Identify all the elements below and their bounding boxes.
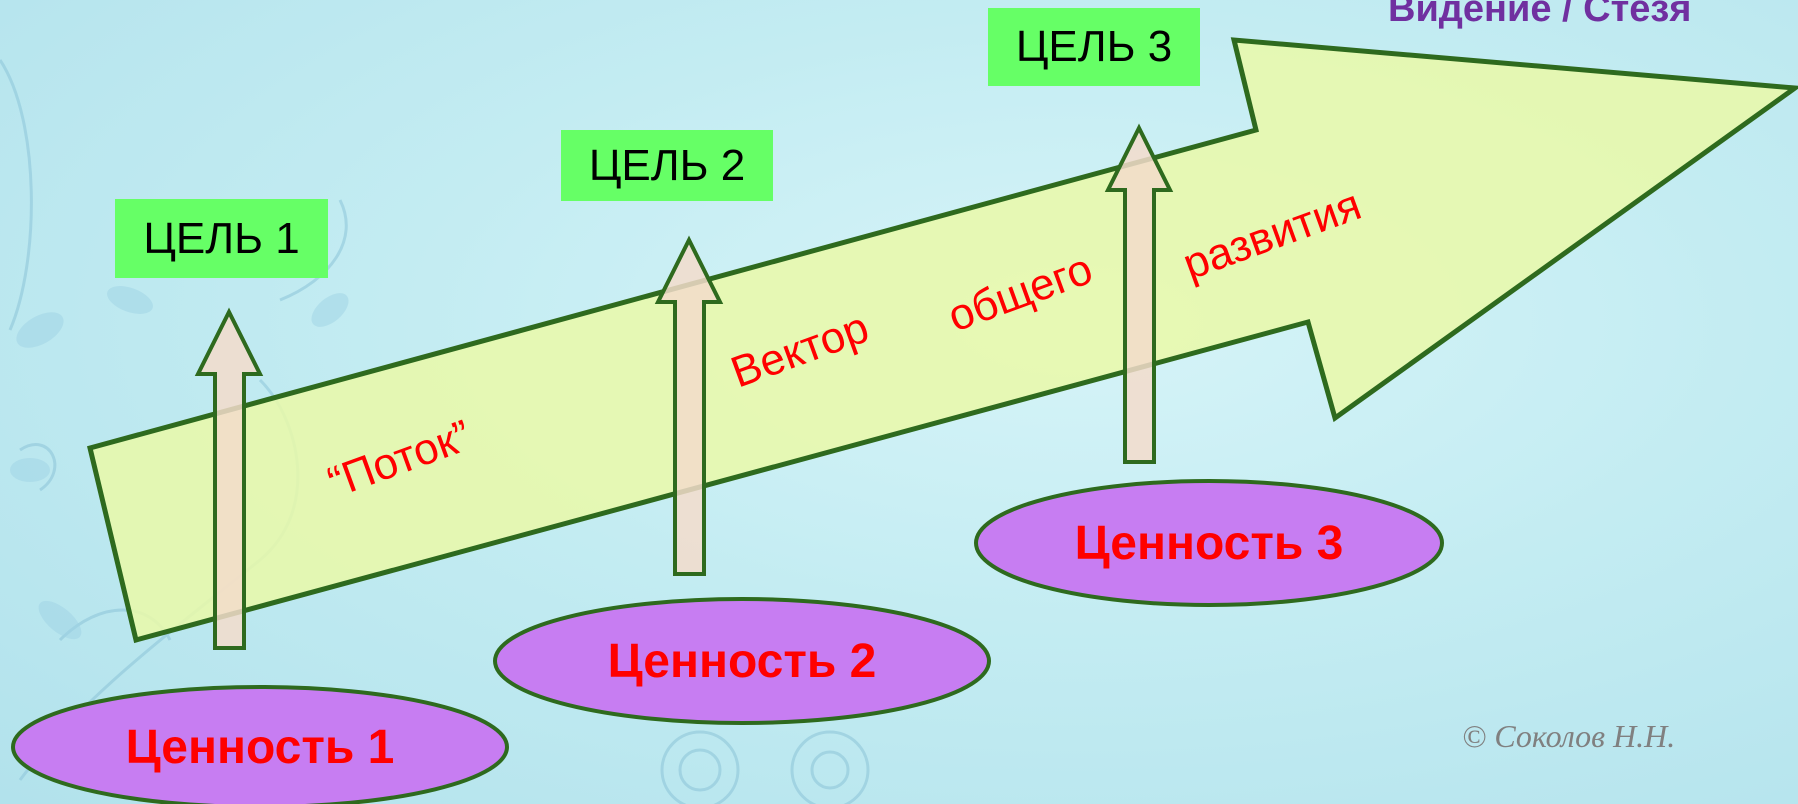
value-ellipse-1 bbox=[11, 685, 509, 804]
up-arrow-1 bbox=[194, 307, 264, 650]
main-vector-arrow bbox=[87, 37, 1798, 644]
vision-title: Видение / Стезя bbox=[1388, 0, 1692, 30]
up-arrow-2 bbox=[654, 235, 724, 576]
goal-box-3: ЦЕЛЬ 3 bbox=[988, 8, 1200, 86]
copyright-text: © Соколов Н.Н. bbox=[1462, 718, 1676, 754]
up-arrow-3 bbox=[1104, 123, 1174, 464]
value-ellipse-2 bbox=[493, 597, 991, 725]
floral-petals bbox=[10, 286, 349, 640]
value-label-2: Ценность 2 bbox=[608, 635, 877, 688]
value-ellipse-3 bbox=[974, 479, 1444, 607]
value-label-1: Ценность 1 bbox=[126, 721, 395, 774]
value-label-3: Ценность 3 bbox=[1075, 517, 1344, 570]
goal-box-2: ЦЕЛЬ 2 bbox=[561, 130, 773, 201]
goal-box-1: ЦЕЛЬ 1 bbox=[115, 199, 328, 278]
